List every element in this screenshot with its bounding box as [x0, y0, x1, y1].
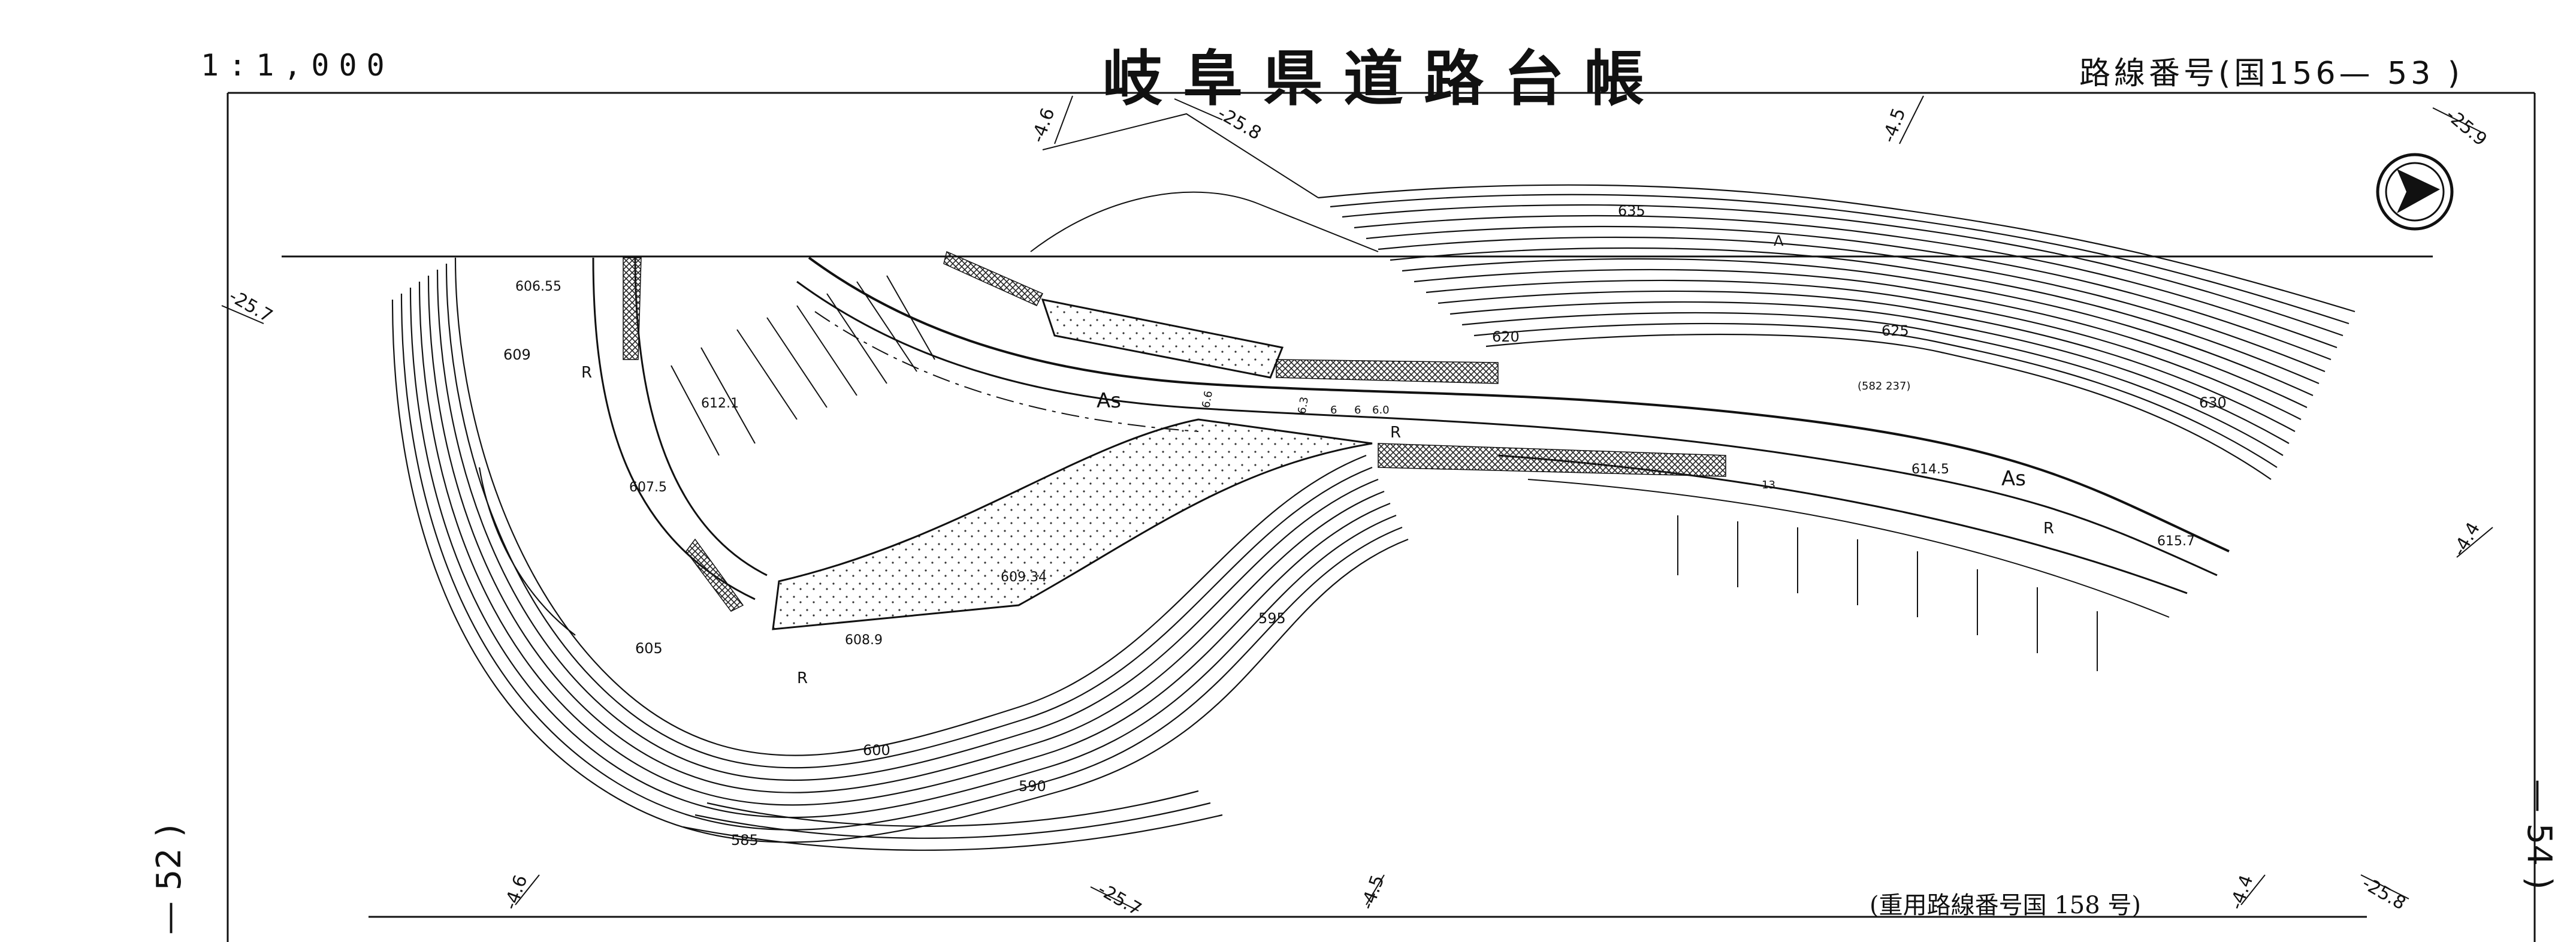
grid-label: -25.8 [1214, 103, 1265, 144]
map-title: 岐阜県道路台帳 [1103, 43, 1665, 114]
embankment [1030, 113, 1379, 252]
grid-label: -4.6 [500, 872, 532, 913]
spot-height: 608.9 [845, 633, 883, 648]
north-arrow-icon [2376, 153, 2454, 231]
grid-label-group: -4.6 -25.8 -4.5 -25.9 -25.7 -4.4 -4.6 -2… [225, 103, 2491, 920]
grid-label: -4.5 [1879, 105, 1910, 146]
contour-label: 595 [1258, 610, 1286, 627]
contour-label: 635 [1618, 203, 1645, 219]
contour-label: 625 [1882, 322, 1909, 339]
grid-label: -25.8 [2358, 873, 2409, 914]
contour-label: 620 [1492, 328, 1520, 345]
misc-label: Λ [1774, 233, 1784, 249]
grid-label: -4.5 [1357, 872, 1389, 913]
road-label-group: As As R R R R [581, 364, 2054, 687]
contour-lines-upper [1318, 184, 2355, 480]
spot-height: 614.5 [1911, 462, 1949, 477]
spot-height: 606.55 [515, 279, 561, 294]
spot-height: 607.5 [629, 480, 667, 495]
grid-label: -4.6 [1028, 105, 1059, 146]
contour-label: 609 [503, 346, 531, 363]
contour-lines-lower [391, 257, 1409, 851]
road-label: R [581, 364, 592, 382]
grid-label: -25.9 [2442, 104, 2491, 150]
surface-label: As [2001, 467, 2026, 491]
misc-label: 6.6 [1200, 390, 1215, 409]
slope-symbols [671, 275, 2098, 671]
route-number: 路線番号(国156— 53 ) [2079, 56, 2464, 92]
contour-label: 590 [1019, 778, 1046, 795]
contour-label: 630 [2199, 394, 2227, 411]
misc-label: 6 [1354, 404, 1361, 416]
misc-label: 6.3 [1295, 396, 1311, 415]
misc-label-group: (582 237) 13 6.6 6.3 6 6 6.0 Λ [1200, 233, 1910, 491]
misc-label: (582 237) [1858, 380, 1910, 393]
misc-label: 6 [1330, 404, 1337, 416]
contour-label-group: 635 625 630 620 600 590 585 595 605 609 [503, 203, 2227, 849]
grid-label: -4.4 [2226, 872, 2258, 913]
map-scale: 1:1,000 [201, 48, 394, 83]
spot-height: 609.34 [1001, 570, 1047, 585]
contour-label: 605 [635, 640, 663, 657]
misc-label: 13 [1762, 479, 1775, 491]
road-label: R [797, 669, 808, 687]
hatched-structures [623, 250, 1726, 612]
grid-ticks [221, 95, 2493, 911]
road-label: R [2043, 520, 2054, 538]
spot-height-group: 606.55 612.1 607.5 609.34 608.9 614.5 61… [515, 279, 2195, 648]
overlap-route-note: (重用路線番号国 158 号) [1870, 892, 2141, 919]
road-label: R [1390, 424, 1401, 442]
grid-label: -25.7 [1094, 879, 1145, 920]
spot-height: 615.7 [2157, 534, 2195, 549]
contour-label: 585 [731, 832, 759, 849]
spot-height: 612.1 [701, 396, 739, 411]
map-frame [227, 92, 2536, 942]
misc-label: 6.0 [1372, 404, 1390, 416]
contour-label: 600 [863, 742, 890, 759]
grid-label: -25.7 [225, 286, 276, 327]
paved-areas [772, 298, 1373, 630]
surface-label: As [1097, 389, 1121, 413]
